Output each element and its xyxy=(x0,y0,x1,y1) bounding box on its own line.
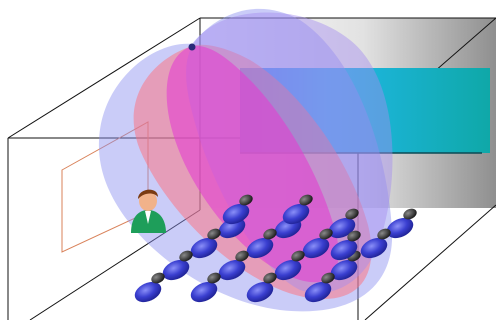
audience-person-icon xyxy=(246,272,277,303)
audience-person-icon xyxy=(360,228,391,259)
audience-person-icon xyxy=(328,208,359,239)
audience-person-icon xyxy=(330,230,361,261)
audience-person-icon xyxy=(386,208,417,239)
audience-person-icon xyxy=(190,228,221,259)
audience-person-icon xyxy=(302,228,333,259)
audience-person-icon xyxy=(162,250,193,281)
audience-person-icon xyxy=(218,250,249,281)
audience-person-icon xyxy=(222,194,253,225)
speaker-icon xyxy=(188,43,196,51)
presenter-person-icon xyxy=(131,189,166,233)
audience-person-icon xyxy=(134,272,165,303)
audience-person-icon xyxy=(274,250,305,281)
audience-person-icon xyxy=(246,228,277,259)
audience-group xyxy=(134,194,417,303)
audience-person-icon xyxy=(304,272,335,303)
audience-person-icon xyxy=(190,272,221,303)
audience-person-icon xyxy=(282,194,313,225)
